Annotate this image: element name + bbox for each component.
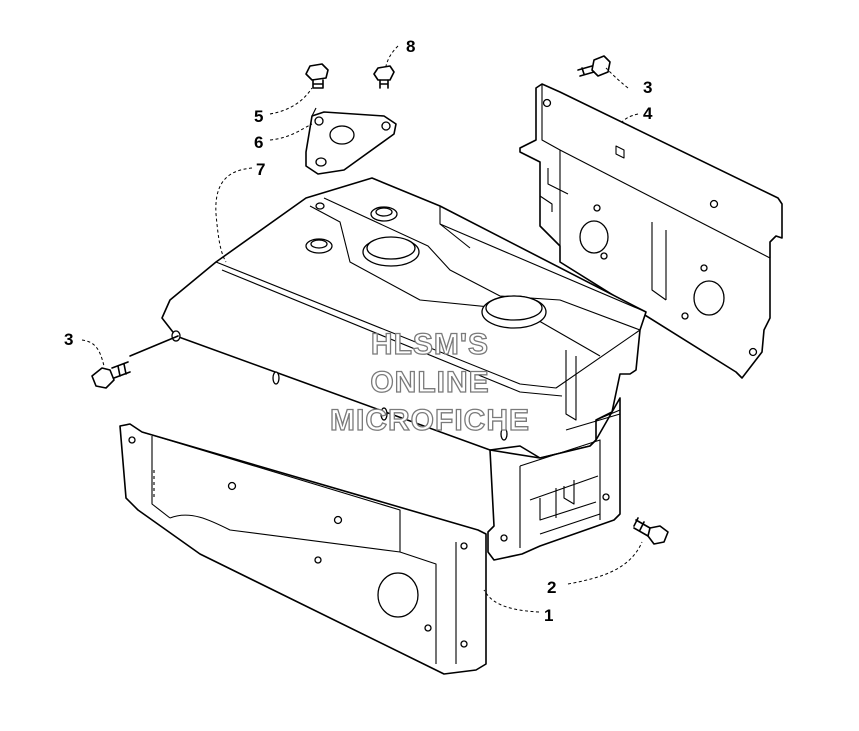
part-1-main-bracket [119, 397, 621, 675]
callouts: 1 2 3 3 4 5 6 7 8 [64, 37, 653, 625]
watermark: HLSM'S ONLINE MICROFICHE [329, 327, 530, 437]
callout-3-upper: 3 [643, 78, 652, 97]
part-7-top-cover [161, 177, 647, 459]
callout-7: 7 [256, 160, 265, 179]
leader-lines [81, 45, 643, 613]
watermark-line-1: HLSM'S [371, 328, 489, 361]
part-4-rear-plate [519, 83, 783, 379]
fastener-2-bolt [633, 517, 669, 545]
callout-8: 8 [406, 37, 415, 56]
callout-4: 4 [643, 104, 653, 123]
fastener-3-left-bolt [91, 361, 131, 389]
fastener-3-upper-bolt [577, 55, 611, 77]
callout-1: 1 [544, 606, 553, 625]
callout-3-left: 3 [64, 330, 73, 349]
callout-2: 2 [547, 578, 556, 597]
callout-5: 5 [254, 107, 263, 126]
fastener-5-bolt [305, 63, 329, 89]
part-6-mount-plate [305, 107, 397, 175]
fastener-8-bolt [373, 65, 395, 89]
watermark-line-3: MICROFICHE [330, 404, 530, 437]
watermark-line-2: ONLINE [370, 366, 489, 399]
callout-6: 6 [254, 133, 263, 152]
